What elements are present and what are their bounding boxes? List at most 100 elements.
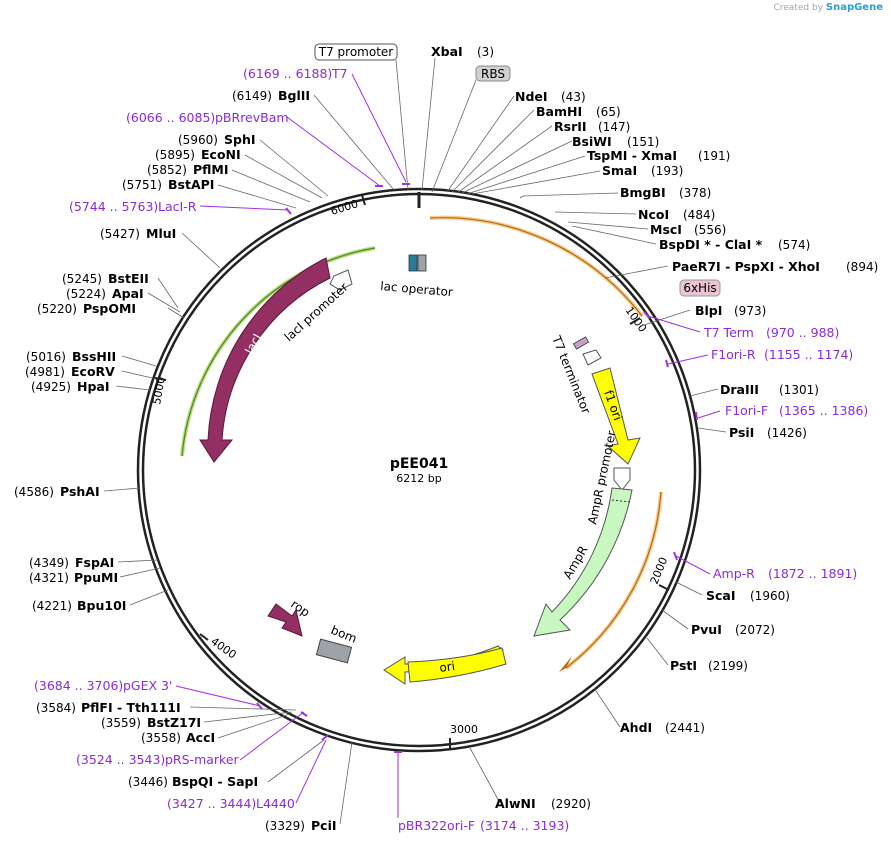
site-hpai: HpaI <box>77 379 110 394</box>
site-smai: SmaI <box>602 163 637 178</box>
site-bmgbi-pos: (378) <box>679 186 711 200</box>
site-bglii: BglII <box>278 88 310 103</box>
primer-pbr322ori-f: pBR322ori-F <box>398 818 475 833</box>
primer-t7-term-range: (970 .. 988) <box>766 325 839 340</box>
rbs-badge: RBS <box>481 67 505 81</box>
site-bspdi-clai: BspDI * - ClaI * <box>659 237 763 252</box>
site-bspqi-sapi-pos: (3446) <box>128 775 168 789</box>
site-pcii: PciI <box>311 818 337 833</box>
backbone-outer <box>136 187 702 753</box>
site-scai: ScaI <box>706 588 736 603</box>
site-bamhi-pos: (65) <box>596 105 621 119</box>
primer-laci-r-range: (5744 .. 5763) <box>69 199 158 214</box>
site-smai-pos: (193) <box>651 164 683 178</box>
laci-promoter-arrow <box>329 269 353 291</box>
tick-mark-4000 <box>199 633 209 641</box>
site-draiii: DraIII <box>720 382 759 397</box>
tick-6000: 6000 <box>329 197 360 218</box>
ampr-arrow <box>533 487 633 637</box>
primer-f1ori-r: F1ori-R <box>711 347 756 362</box>
primer-markers <box>256 183 698 753</box>
rop-arrow <box>267 603 303 637</box>
ampr-dotted <box>611 499 631 503</box>
site-bamhi: BamHI <box>536 104 582 119</box>
site-pvui-pos: (2072) <box>735 623 775 637</box>
t7-promoter-badge: T7 promoter <box>318 45 394 59</box>
site-bmgbi: BmgBI <box>620 185 666 200</box>
site-pflmi-pos: (5852) <box>147 163 187 177</box>
site-pspomi-pos: (5220) <box>37 302 77 316</box>
site-scai-pos: (1960) <box>750 589 790 603</box>
enzyme-leaders <box>103 57 727 825</box>
primer-amp-r-range: (1872 .. 1891) <box>768 566 857 581</box>
t7-term-small-arrow <box>582 349 602 366</box>
site-ahdi: AhdI <box>620 720 652 735</box>
site-pshai-pos: (4586) <box>14 485 54 499</box>
site-xbai-pos: (3) <box>477 45 494 59</box>
site-bspdi-clai-pos: (574) <box>778 238 810 252</box>
primer-prs-marker-range: (3524 .. 3543) <box>76 752 165 767</box>
site-pshai: PshAI <box>60 484 100 499</box>
primer-leaders <box>175 73 721 818</box>
t7-terminator-box <box>572 336 590 350</box>
site-bsiwi: BsiWI <box>572 134 612 149</box>
site-pvui: PvuI <box>691 622 722 637</box>
site-ecorv-pos: (4981) <box>25 365 65 379</box>
tick-2000: 2000 <box>648 555 671 586</box>
site-bsteii-pos: (5245) <box>62 272 102 286</box>
site-bsshii: BssHII <box>72 349 116 364</box>
snapgene-logo: SnapGene <box>825 2 883 13</box>
tick-4000: 4000 <box>208 635 238 662</box>
tick-5000: 5000 <box>150 376 168 406</box>
site-msci-pos: (556) <box>694 223 726 237</box>
site-bstapi-pos: (5751) <box>122 178 162 192</box>
site-pflmi: PflMI <box>193 162 229 177</box>
site-ncoi: NcoI <box>638 207 669 222</box>
tick-mark-2000 <box>658 584 670 591</box>
lac-operator-box-2 <box>417 254 427 272</box>
site-hpai-pos: (4925) <box>31 380 71 394</box>
t7-terminator-label: T7 terminator <box>549 333 593 416</box>
site-psii: PsiI <box>729 425 754 440</box>
site-apai-pos: (5224) <box>66 287 106 301</box>
primer-l4440-range: (3427 .. 3444) <box>167 796 256 811</box>
site-psti-pos: (2199) <box>708 659 748 673</box>
primer-t7-range: (6169 .. 6188) <box>243 66 332 81</box>
his-badge: 6xHis <box>683 281 716 295</box>
snapgene-credit: Created by SnapGene <box>773 2 883 13</box>
f1-ori-arrow <box>591 367 641 465</box>
site-pflfi-tth111i: PflFI - Tth111I <box>81 700 181 715</box>
primer-laci-r: LacI-R <box>158 199 197 214</box>
primer-t7-term: T7 Term <box>703 325 754 340</box>
site-acci: AccI <box>186 730 215 745</box>
primer-f1ori-f: F1ori-F <box>725 403 768 418</box>
site-bpu10i: Bpu10I <box>77 598 126 613</box>
site-bstapi: BstAPI <box>168 177 214 192</box>
site-rsrii: RsrII <box>554 119 587 134</box>
site-sphi-pos: (5960) <box>178 133 218 147</box>
t7-promoter-badge-box <box>314 43 398 61</box>
credit-prefix: Created by <box>773 3 823 13</box>
ampr-promoter-arrow <box>613 467 631 491</box>
site-tspmi-xmai: TspMI - XmaI <box>587 148 677 163</box>
plasmid-name: pEE041 <box>390 456 448 472</box>
site-ppumi: PpuMI <box>74 570 118 585</box>
site-bglii-pos: (6149) <box>232 89 272 103</box>
primer-t7: T7 <box>331 66 348 81</box>
site-alwni: AlwNI <box>495 796 536 811</box>
tick-mark-5000 <box>154 377 167 381</box>
site-bspqi-sapi: BspQI - SapI <box>172 774 258 789</box>
site-tspmi-xmai-pos: (191) <box>698 149 730 163</box>
site-paer7i-pspxi-xhoi: PaeR7I - PspXI - XhoI <box>672 259 820 274</box>
site-fspai: FspAI <box>75 555 114 570</box>
tick-mark-6000 <box>361 194 366 206</box>
site-pspomi: PspOMI <box>83 301 136 316</box>
site-acci-pos: (3558) <box>141 731 181 745</box>
site-pflfi-tth111i-pos: (3584) <box>36 701 76 715</box>
site-bstz17i-pos: (3559) <box>101 716 141 730</box>
laci-arrow <box>199 257 331 463</box>
ori-label: ori <box>438 659 455 675</box>
site-apai: ApaI <box>112 286 144 301</box>
primer-pgex3: pGEX 3' <box>123 678 172 693</box>
